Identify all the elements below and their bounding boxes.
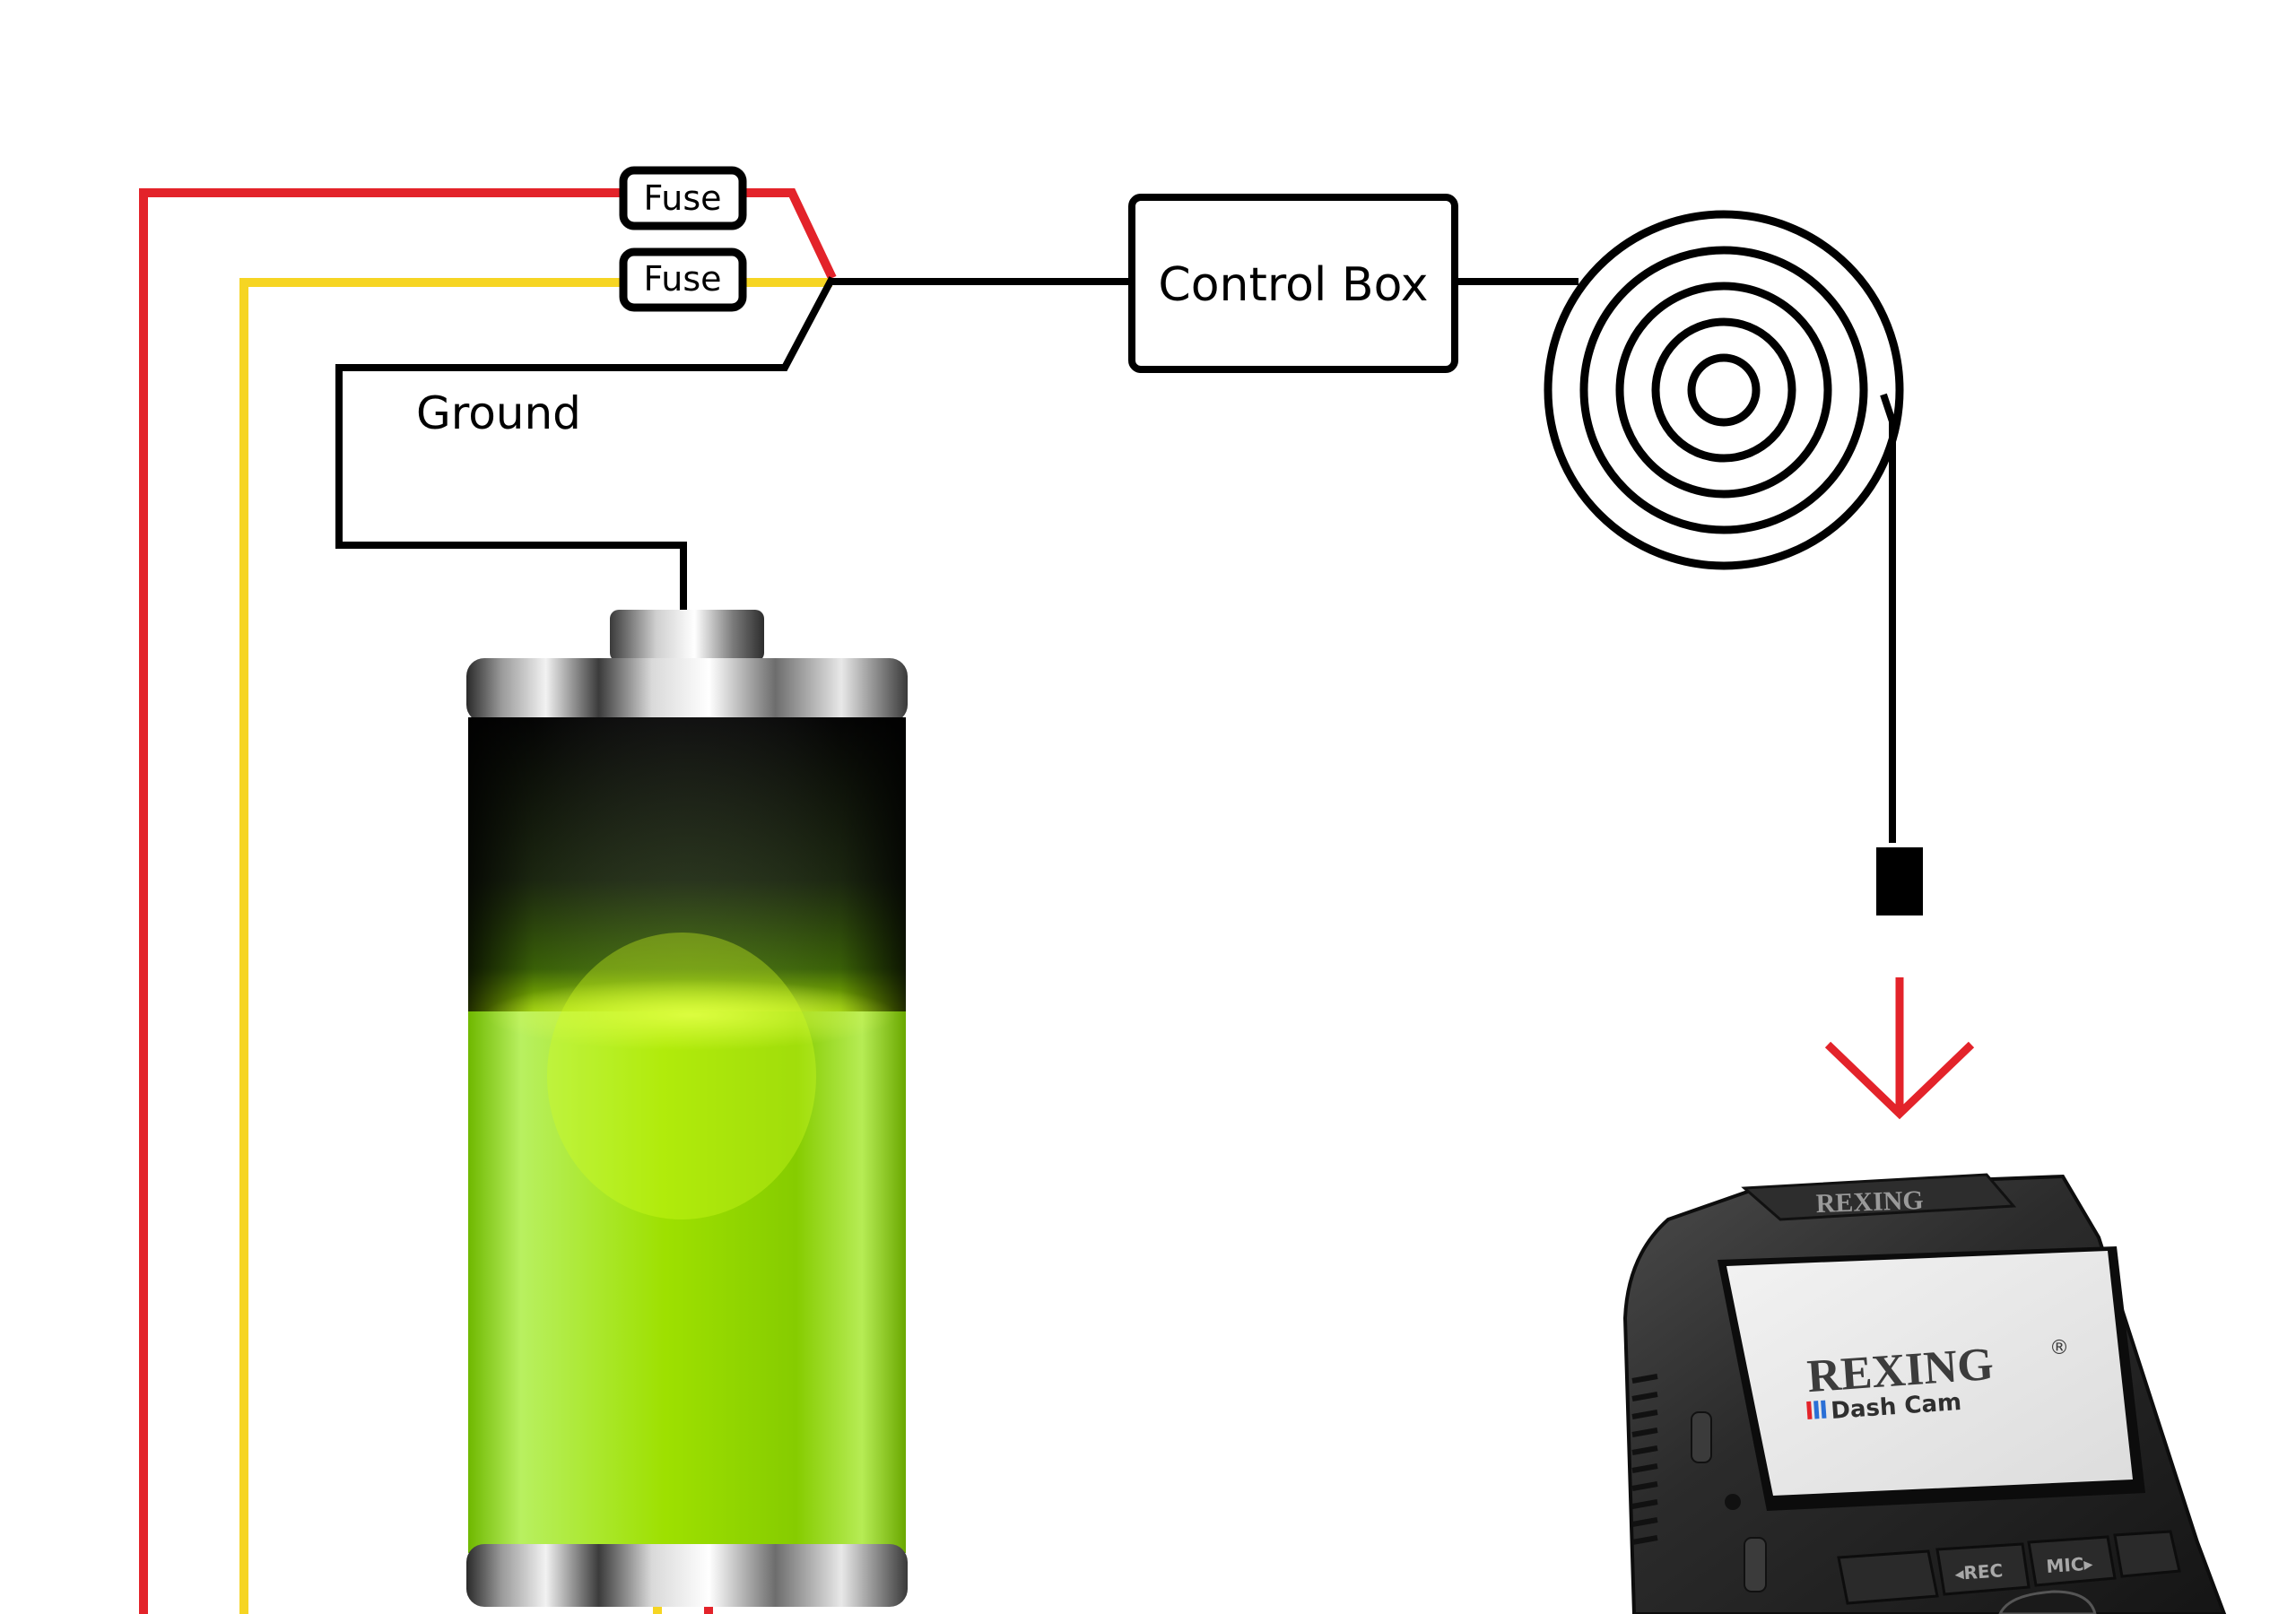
down-arrow-icon: [1824, 977, 1975, 1120]
fuse-bottom: Fuse: [619, 247, 747, 312]
rec-button-label: ◂REC: [1954, 1559, 2004, 1584]
screen-stripes: [1806, 1400, 1827, 1420]
fuse-top-label: Fuse: [643, 178, 721, 218]
ground-label: Ground: [416, 387, 581, 439]
side-port: [1744, 1537, 1767, 1592]
control-box: Control Box: [1128, 194, 1458, 373]
screen-logo-mark: ®: [2049, 1337, 2069, 1359]
fuse-top: Fuse: [619, 166, 747, 230]
camera-bottom-buttons: ◂REC MIC▸: [1837, 1530, 2181, 1614]
battery-icon: [466, 610, 908, 1607]
camera-top-logo: REXING: [1815, 1185, 1924, 1219]
dash-cam-icon: REXING REXING ® Dash Cam ◂REC MIC▸: [1622, 1173, 2227, 1614]
coiled-cable-icon: [1544, 210, 1904, 570]
side-indicator: [1725, 1494, 1741, 1510]
fuse-bottom-label: Fuse: [643, 259, 721, 299]
ground-wire: [335, 276, 1896, 843]
control-box-label: Control Box: [1158, 258, 1428, 312]
vent-grooves: [1631, 1374, 1658, 1545]
mic-button-label: MIC▸: [2046, 1552, 2094, 1577]
cable-connector: [1876, 847, 1923, 915]
side-button: [1691, 1411, 1712, 1463]
